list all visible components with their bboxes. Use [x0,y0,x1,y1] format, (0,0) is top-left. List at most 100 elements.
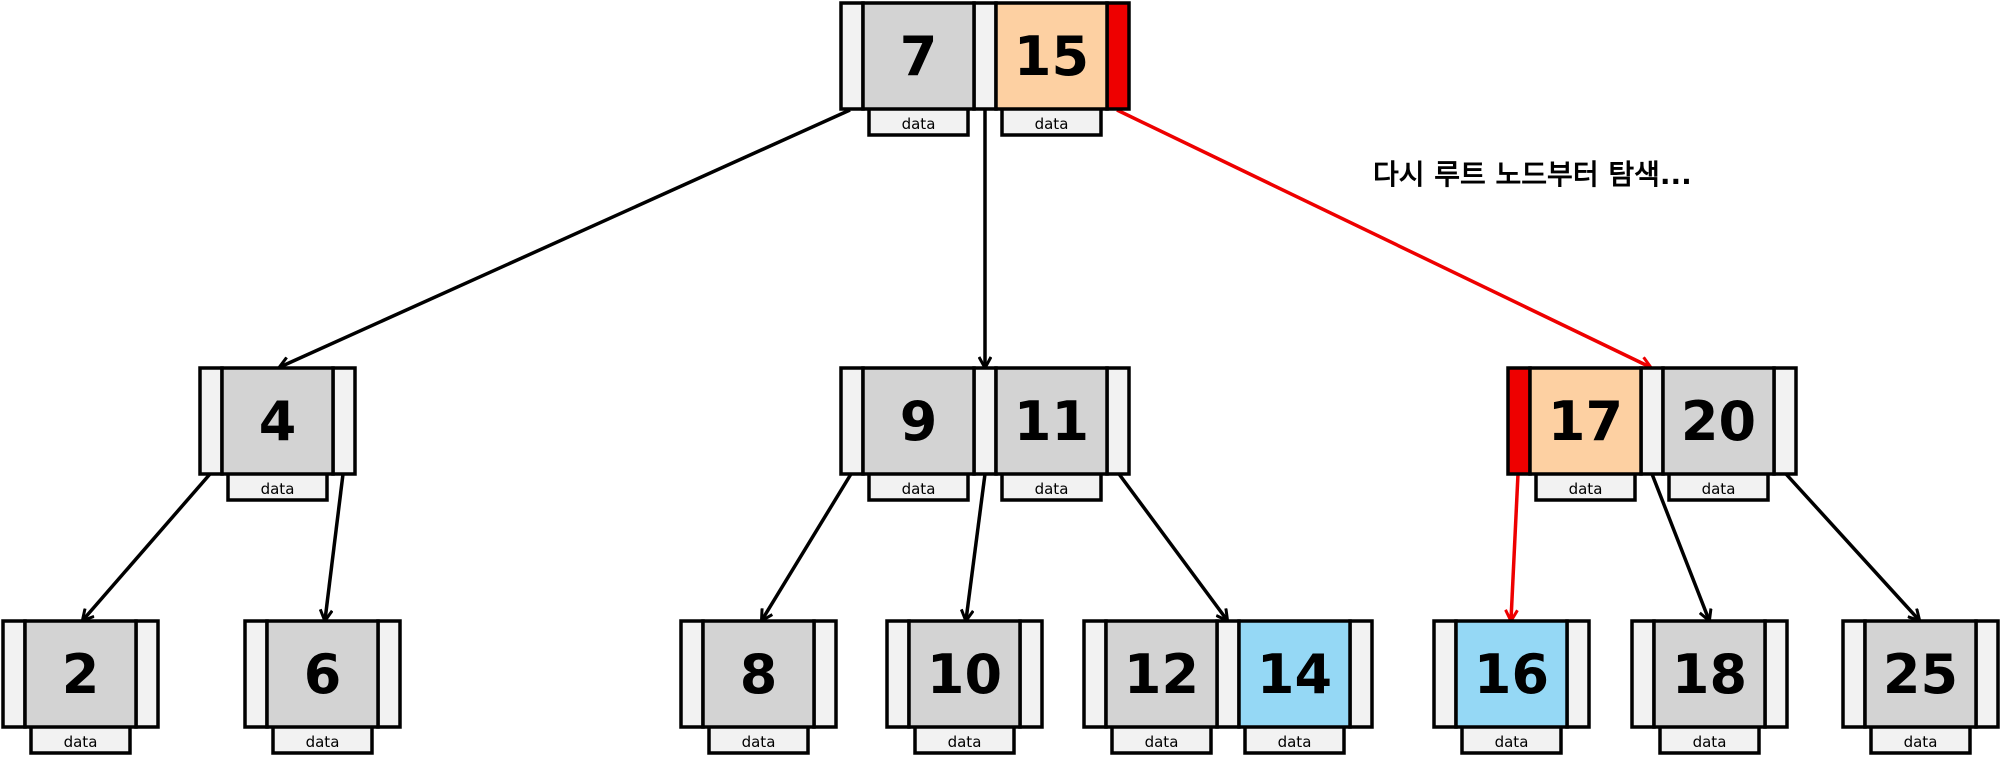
pointer-slot [331,366,357,476]
key-value: 11 [1014,390,1089,453]
edge-n9-11-to-l10 [966,473,987,620]
edge-n4-to-l6 [325,473,345,620]
node-l6: data 6 [243,619,402,755]
pointer-slot [679,619,705,729]
pointer-slot [1105,366,1131,476]
pointer-slot [198,366,224,476]
data-label: data [902,480,936,498]
key-cell-found [1237,619,1352,729]
node-n9-11: data 9 data 11 [839,366,1131,502]
data-label: data [902,115,936,133]
pointer-slot [1082,619,1108,729]
edge-n4-to-l2 [83,472,212,620]
edge-n9-11-to-l12-14 [1117,472,1227,620]
node-l25: data 25 [1841,619,2000,755]
caption-text: 다시 루트 노드부터 탐색... [1373,158,1692,191]
key-cell-default [994,366,1109,476]
pointer-slot [1348,619,1374,729]
key-cell-visited [1528,366,1643,476]
key-cell-default [907,619,1022,729]
pointer-slot [1630,619,1656,729]
data-label: data [306,733,340,751]
key-value: 2 [62,643,100,706]
key-value: 4 [259,390,297,453]
key-cell-default [861,366,976,476]
pointer-slot [972,366,998,476]
key-cell-default [701,619,816,729]
edge-n17-20-to-l18 [1650,473,1709,620]
data-label: data [1569,480,1603,498]
edge-root-to-n17-20-active [1116,108,1650,367]
key-value: 9 [900,390,938,453]
node-n4: data 4 [198,366,357,502]
pointer-slot [1841,619,1867,729]
pointer-slot [1215,619,1241,729]
node-l16: data 16 [1432,619,1591,755]
key-cell-default [1104,619,1219,729]
data-label: data [742,733,776,751]
data-label: data [1278,733,1312,751]
pointer-slot [376,619,402,729]
data-label: data [1035,480,1069,498]
key-value: 20 [1681,390,1756,453]
key-cell-default [861,1,976,111]
data-label: data [1693,733,1727,751]
pointer-slot [1772,366,1798,476]
pointer-slot [839,366,865,476]
key-value: 15 [1014,25,1089,88]
key-cell-default [23,619,138,729]
node-l18: data 18 [1630,619,1789,755]
data-label: data [1495,733,1529,751]
key-value: 7 [900,25,938,88]
data-label: data [948,733,982,751]
pointer-slot [1763,619,1789,729]
data-label: data [1702,480,1736,498]
pointer-slot [1018,619,1044,729]
key-value: 16 [1474,643,1549,706]
edge-n17-20-to-l25 [1784,472,1919,620]
edges-layer [83,108,1919,620]
key-value: 8 [740,643,778,706]
key-value: 6 [304,643,342,706]
key-cell-visited [994,1,1109,111]
edge-n9-11-to-l8 [762,473,853,620]
key-value: 25 [1883,643,1958,706]
key-value: 17 [1548,390,1623,453]
pointer-slot [972,1,998,111]
pointer-slot [1432,619,1458,729]
key-cell-default [1652,619,1767,729]
pointer-slot-active [1105,1,1131,111]
data-label: data [261,480,295,498]
node-l2: data 2 [1,619,160,755]
key-cell-default [1661,366,1776,476]
key-cell-found [1454,619,1569,729]
pointer-slot [1565,619,1591,729]
pointer-slot [1974,619,2000,729]
node-l8: data 8 [679,619,838,755]
data-label: data [1904,733,1938,751]
key-cell-default [1863,619,1978,729]
pointer-slot [812,619,838,729]
edge-n17-20-to-l16-active [1511,473,1520,620]
node-n17-20: data 17 data 20 [1506,366,1798,502]
pointer-slot [1639,366,1665,476]
data-label: data [1145,733,1179,751]
edge-root-to-n4 [280,108,851,367]
data-label: data [64,733,98,751]
pointer-slot [134,619,160,729]
key-value: 18 [1672,643,1747,706]
pointer-slot [885,619,911,729]
pointer-slot [243,619,269,729]
pointer-slot [1,619,27,729]
data-label: data [1035,115,1069,133]
node-l10: data 10 [885,619,1044,755]
node-root: data 7 data 15 [839,1,1131,137]
key-value: 14 [1257,643,1332,706]
key-cell-default [220,366,335,476]
key-cell-default [265,619,380,729]
pointer-slot-active [1506,366,1532,476]
key-value: 10 [927,643,1002,706]
